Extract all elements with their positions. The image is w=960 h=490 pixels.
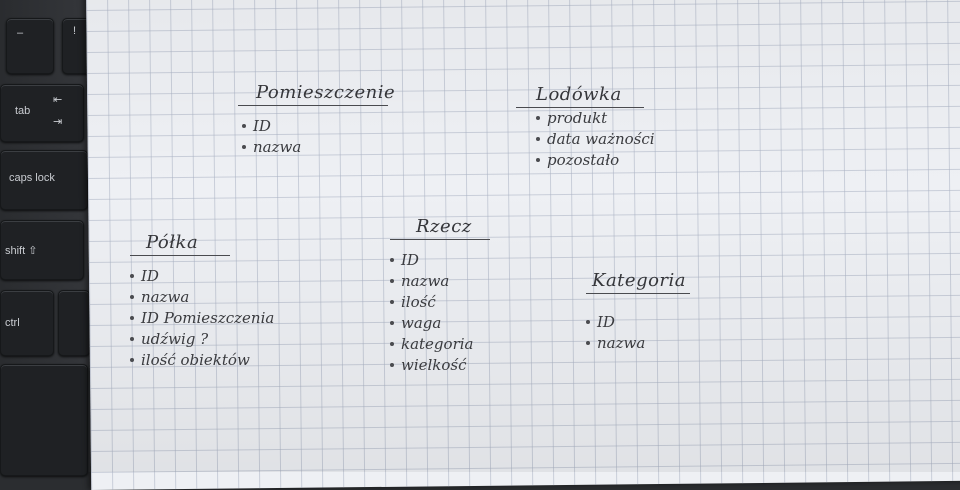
bullet-icon [390, 278, 394, 283]
bullet-icon [130, 336, 134, 341]
title-underline [390, 239, 490, 240]
field-item: pozostało [536, 150, 644, 171]
title-underline [238, 105, 388, 106]
bullet-icon [242, 123, 246, 128]
bullet-icon [390, 341, 394, 346]
tab-key: tab ⇤ ⇥ [0, 84, 84, 142]
entity-title: Półka [146, 232, 199, 253]
entity-rzecz: Rzecz ID nazwa ilość waga kategoria wiel… [390, 216, 490, 376]
bullet-icon [536, 157, 540, 162]
field-label: kategoria [401, 335, 474, 353]
field-item: nazwa [130, 287, 230, 308]
bullet-icon [536, 115, 540, 120]
bullet-icon [130, 273, 134, 278]
bullet-icon [586, 340, 590, 345]
field-label: wielkość [401, 356, 467, 374]
field-item: ID [130, 266, 230, 287]
bullet-icon [130, 315, 134, 320]
field-item: produkt [536, 108, 644, 129]
field-item: data ważności [536, 129, 655, 150]
bullet-icon [586, 319, 590, 324]
field-list: ID nazwa ID Pomieszczenia udźwig ? ilość… [130, 266, 274, 371]
field-label: data ważności [547, 130, 655, 148]
field-item: ilość obiektów [130, 350, 250, 371]
field-label: nazwa [597, 334, 646, 352]
entity-title: Lodówka [536, 84, 622, 105]
field-label: ID [401, 251, 419, 269]
field-item: nazwa [242, 137, 388, 158]
title-underline [516, 107, 644, 108]
field-label: pozostało [547, 151, 620, 169]
field-item: nazwa [586, 333, 690, 354]
field-item: wielkość [390, 355, 490, 376]
title-underline [130, 255, 230, 256]
entity-pomieszczenie: Pomieszczenie ID nazwa [238, 82, 396, 158]
bullet-icon [536, 136, 540, 141]
field-label: ID [597, 313, 615, 331]
title-underline [586, 293, 690, 294]
field-item: udźwig ? [130, 329, 230, 350]
bullet-icon [390, 257, 394, 262]
field-list: ID nazwa [242, 116, 388, 158]
tab-key-label: tab [15, 105, 31, 117]
entity-title: Kategoria [592, 270, 687, 291]
field-list: ID nazwa ilość waga kategoria wielkość [390, 250, 490, 376]
field-item: kategoria [390, 334, 490, 355]
field-item: nazwa [390, 271, 490, 292]
field-item: ID Pomieszczenia [130, 308, 274, 329]
field-label: ID Pomieszczenia [141, 309, 275, 327]
bullet-icon [130, 357, 134, 362]
minus-key: – [6, 18, 54, 74]
field-label: ID [141, 267, 159, 285]
bottom-key [0, 364, 88, 476]
ctrl-key: ctrl [0, 290, 54, 356]
field-label: waga [401, 314, 442, 332]
field-item: waga [390, 313, 490, 334]
bullet-icon [390, 362, 394, 367]
field-item: ilość [390, 292, 490, 313]
shift-key-label: shift ⇧ [5, 245, 38, 257]
field-label: ilość obiektów [141, 351, 250, 369]
field-label: ilość [401, 293, 436, 311]
field-label: produkt [547, 109, 608, 127]
bullet-icon [390, 299, 394, 304]
entity-title: Rzecz [416, 216, 472, 237]
field-label: nazwa [253, 138, 302, 156]
tab-arrow-right-icon: ⇥ [53, 116, 63, 128]
field-label: nazwa [401, 272, 450, 290]
entity-lodowka: Lodówka produkt data ważności pozostało [516, 84, 655, 171]
bullet-icon [130, 294, 134, 299]
caps-lock-key-label: caps lock [9, 172, 55, 184]
field-label: ID [253, 117, 271, 135]
ctrl-key-label: ctrl [5, 317, 20, 329]
field-list: ID nazwa [586, 312, 690, 354]
tab-arrows-icon: ⇤ [53, 94, 63, 106]
field-item: ID [242, 116, 388, 137]
entity-kategoria: Kategoria ID nazwa [586, 270, 690, 354]
caps-lock-key: caps lock [0, 150, 88, 210]
field-label: nazwa [141, 288, 190, 306]
entity-polka: Półka ID nazwa ID Pomieszczenia udźwig ?… [130, 232, 274, 371]
entity-title: Pomieszczenie [256, 82, 396, 103]
shift-key: shift ⇧ [0, 220, 84, 280]
field-list: produkt data ważności pozostało [536, 108, 655, 171]
bullet-icon [242, 144, 246, 149]
bullet-icon [390, 320, 394, 325]
field-item: ID [586, 312, 690, 333]
fn-key [58, 290, 90, 356]
field-item: ID [390, 250, 490, 271]
field-label: udźwig ? [141, 330, 209, 348]
